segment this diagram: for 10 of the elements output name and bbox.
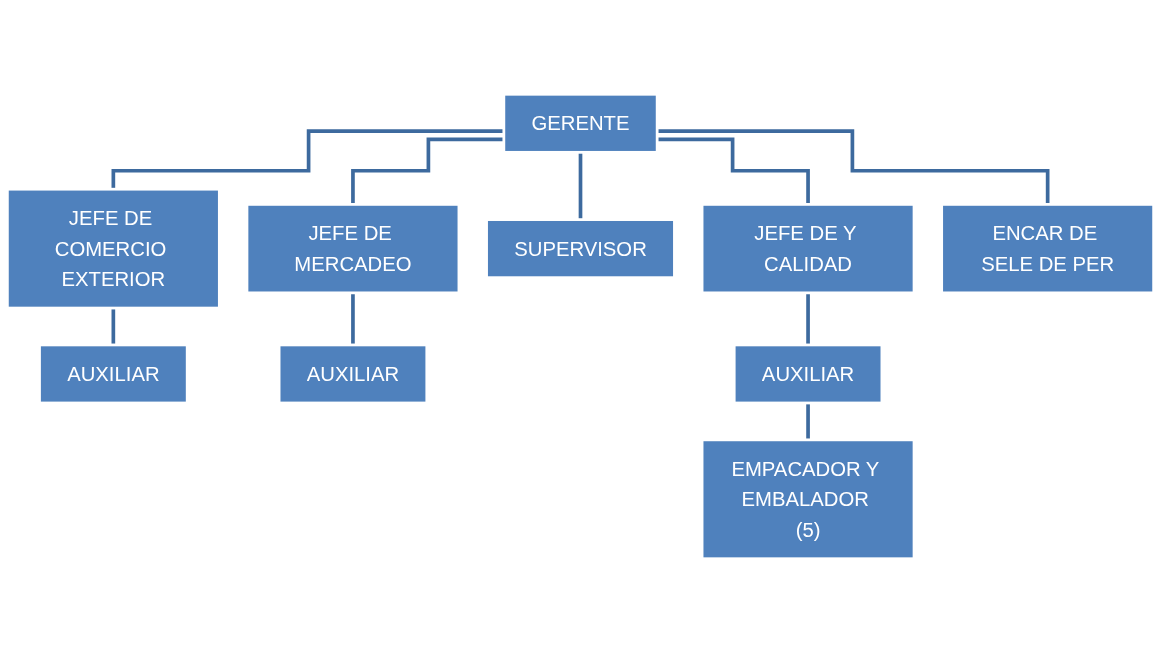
node-box: ENCAR DE SELE DE PER — [940, 203, 1155, 295]
node-box: AUXILIAR — [732, 343, 884, 405]
node-box: GERENTE — [502, 92, 659, 154]
node-box: AUXILIAR — [38, 343, 189, 405]
node-box: AUXILIAR — [277, 343, 429, 405]
node-box: JEFE DE MERCADEO — [245, 203, 461, 295]
node-box: JEFE DE Y CALIDAD — [700, 203, 916, 295]
node-box: EMPACADOR Y EMBALADOR (5) — [700, 438, 916, 561]
node-box: SUPERVISOR — [485, 218, 676, 280]
node-box: JEFE DE COMERCIO EXTERIOR — [6, 187, 221, 310]
